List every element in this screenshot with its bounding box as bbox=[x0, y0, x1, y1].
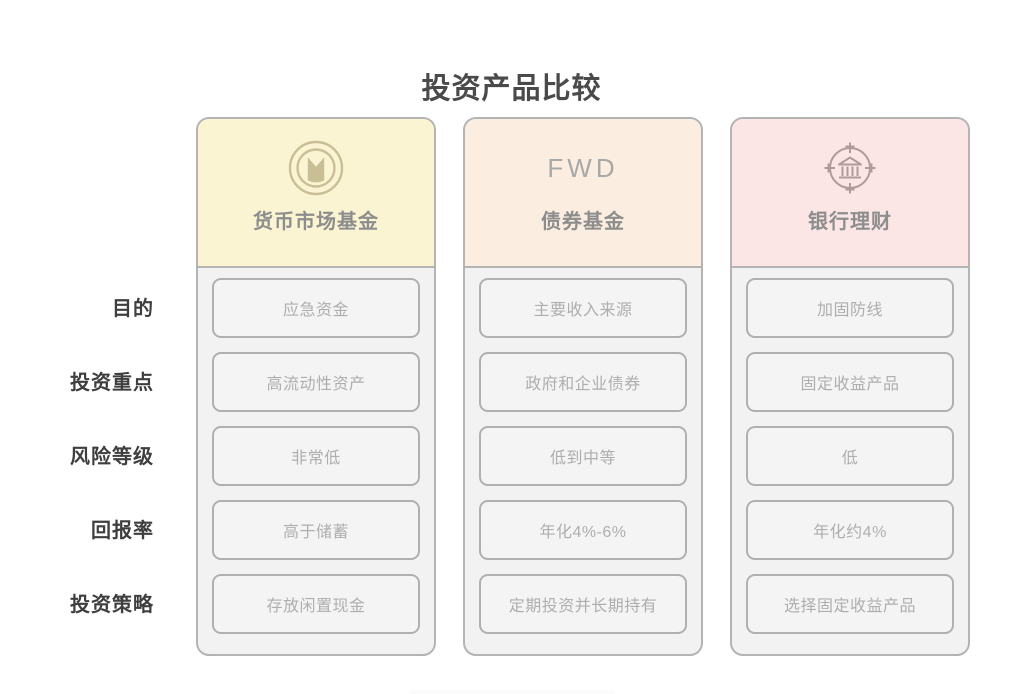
coin-m-icon bbox=[286, 137, 346, 199]
column-header-bank-wealth: 银行理财 bbox=[732, 119, 968, 268]
column-body-money-market-fund: 应急资金 高流动性资产 非常低 高于储蓄 存放闲置现金 bbox=[198, 268, 434, 654]
cell-money-market-strategy[interactable]: 存放闲置现金 bbox=[212, 574, 420, 634]
bank-target-icon bbox=[820, 137, 880, 199]
cell-bond-fund-risk[interactable]: 低到中等 bbox=[479, 426, 687, 486]
cell-money-market-return[interactable]: 高于储蓄 bbox=[212, 500, 420, 560]
row-label-investment-focus: 投资重点 bbox=[70, 371, 154, 394]
cell-bank-wealth-strategy[interactable]: 选择固定收益产品 bbox=[746, 574, 954, 634]
column-header-bond-fund: FWD 债券基金 bbox=[465, 119, 701, 268]
cell-money-market-purpose[interactable]: 应急资金 bbox=[212, 278, 420, 338]
fwd-wordmark-icon: FWD bbox=[547, 137, 618, 199]
row-label-return-rate: 回报率 bbox=[91, 519, 154, 542]
column-title-bond-fund: 债券基金 bbox=[541, 211, 625, 233]
column-title-bank-wealth: 银行理财 bbox=[808, 211, 892, 233]
fwd-logo-text: FWD bbox=[547, 152, 619, 183]
column-header-money-market-fund: 货币市场基金 bbox=[198, 119, 434, 268]
cell-money-market-risk[interactable]: 非常低 bbox=[212, 426, 420, 486]
cell-bond-fund-focus[interactable]: 政府和企业债券 bbox=[479, 352, 687, 412]
cell-money-market-focus[interactable]: 高流动性资产 bbox=[212, 352, 420, 412]
product-column-money-market-fund[interactable]: 货币市场基金 应急资金 高流动性资产 非常低 高于储蓄 存放闲置现金 bbox=[196, 117, 436, 656]
product-column-bank-wealth[interactable]: 银行理财 加固防线 固定收益产品 低 年化约4% 选择固定收益产品 bbox=[730, 117, 970, 656]
cell-bond-fund-strategy[interactable]: 定期投资并长期持有 bbox=[479, 574, 687, 634]
cell-bank-wealth-return[interactable]: 年化约4% bbox=[746, 500, 954, 560]
column-body-bond-fund: 主要收入来源 政府和企业债券 低到中等 年化4%-6% 定期投资并长期持有 bbox=[465, 268, 701, 654]
product-column-bond-fund[interactable]: FWD 债券基金 主要收入来源 政府和企业债券 低到中等 年化4%-6% 定期投… bbox=[463, 117, 703, 656]
column-title-money-market-fund: 货币市场基金 bbox=[253, 211, 379, 233]
product-comparison-columns: 货币市场基金 应急资金 高流动性资产 非常低 高于储蓄 存放闲置现金 FWD 债… bbox=[196, 117, 986, 656]
row-label-investment-strategy: 投资策略 bbox=[70, 593, 154, 616]
cell-bank-wealth-purpose[interactable]: 加固防线 bbox=[746, 278, 954, 338]
row-label-purpose: 目的 bbox=[112, 297, 154, 320]
cell-bond-fund-purpose[interactable]: 主要收入来源 bbox=[479, 278, 687, 338]
bottom-accent-bar bbox=[410, 690, 615, 694]
row-label-risk-level: 风险等级 bbox=[70, 445, 154, 468]
column-body-bank-wealth: 加固防线 固定收益产品 低 年化约4% 选择固定收益产品 bbox=[732, 268, 968, 654]
cell-bank-wealth-focus[interactable]: 固定收益产品 bbox=[746, 352, 954, 412]
cell-bank-wealth-risk[interactable]: 低 bbox=[746, 426, 954, 486]
row-label-column: 目的 投资重点 风险等级 回报率 投资策略 bbox=[0, 276, 160, 632]
cell-bond-fund-return[interactable]: 年化4%-6% bbox=[479, 500, 687, 560]
page-title: 投资产品比较 bbox=[421, 73, 602, 106]
